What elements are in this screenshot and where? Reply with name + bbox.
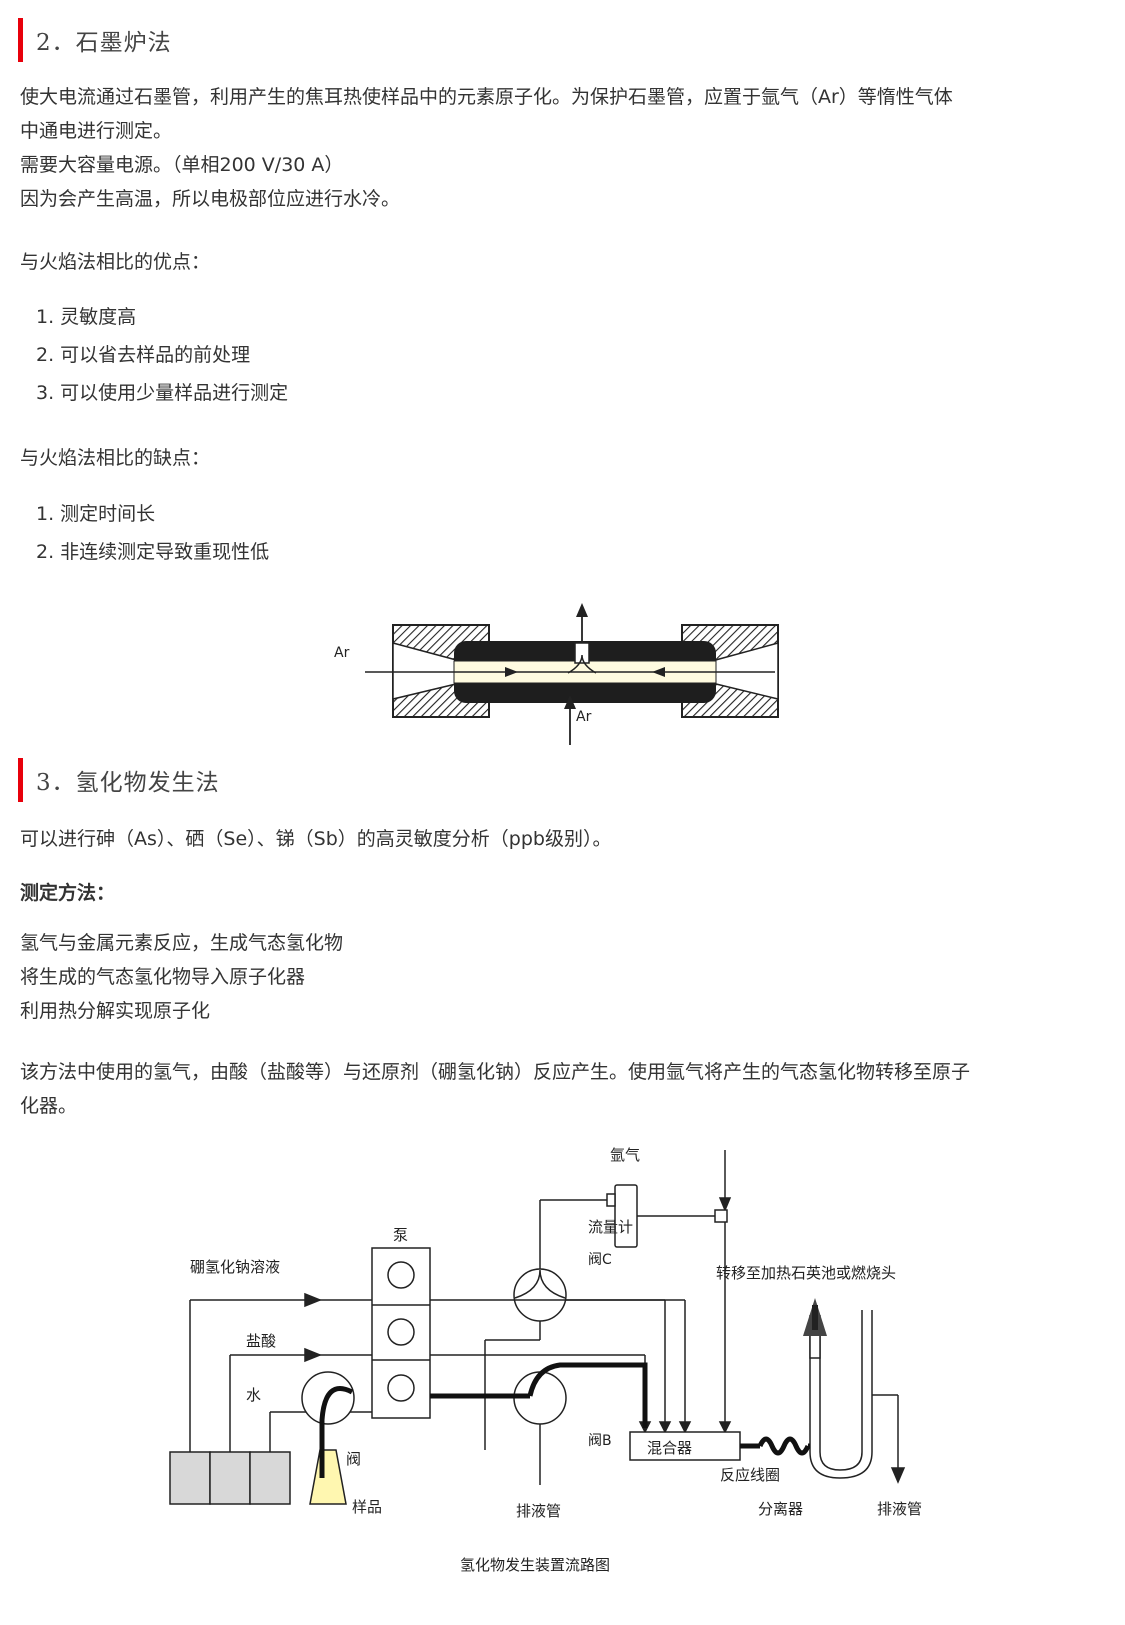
paragraph-line: 化器。 <box>20 1095 78 1117</box>
ar-label-left: Ar <box>334 645 350 661</box>
mixer-label: 混合器 <box>647 1439 692 1457</box>
drain-label-2: 排液管 <box>877 1500 922 1518</box>
hcl-label: 盐酸 <box>246 1332 276 1350</box>
section2-title: 2．石墨炉法 <box>36 30 172 56</box>
section2-paragraphs: 使大电流通过石墨管，利用产生的焦耳热使样品中的元素原子化。为保护石墨管，应置于氩… <box>20 80 953 216</box>
paragraph-line: 中通电进行测定。 <box>20 120 173 142</box>
separator-label: 分离器 <box>758 1500 803 1518</box>
list-item: 3. 可以使用少量样品进行测定 <box>36 382 289 404</box>
valve-b-label: 阀B <box>588 1433 612 1449</box>
list-item: 1. 灵敏度高 <box>36 306 137 328</box>
nabh4-label: 硼氢化钠溶液 <box>190 1258 280 1276</box>
graphite-furnace-diagram: Ar Ar <box>334 603 779 745</box>
mixer <box>629 1431 741 1461</box>
paragraph-line: 因为会产生高温，所以电极部位应进行水冷。 <box>20 188 401 210</box>
section3-intro: 可以进行砷（As）、硒（Se）、锑（Sb）的高灵敏度分析（ppb级别）。 <box>20 828 612 850</box>
valve-c-label: 阀C <box>588 1252 612 1268</box>
argon-label: 氩气 <box>610 1146 640 1164</box>
water-label: 水 <box>246 1386 261 1404</box>
coil-label: 反应线圈 <box>720 1466 780 1484</box>
disadvantages-title: 与火焰法相比的缺点： <box>20 447 211 469</box>
paragraph-line: 使大电流通过石墨管，利用产生的焦耳热使样品中的元素原子化。为保护石墨管，应置于氩… <box>20 86 953 108</box>
transfer-label: 转移至加热石英池或燃烧头 <box>716 1264 896 1282</box>
section2-heading: 2．石墨炉法 <box>18 18 172 62</box>
section3-title: 3．氢化物发生法 <box>36 770 220 796</box>
heading-accent-bar <box>18 758 23 802</box>
advantages-title: 与火焰法相比的优点： <box>20 251 211 273</box>
flowmeter <box>614 1184 638 1248</box>
flowmeter-label: 流量计 <box>588 1218 633 1236</box>
water-bottle <box>249 1451 291 1505</box>
drain-label-1: 排液管 <box>516 1502 561 1520</box>
section3-heading: 3．氢化物发生法 <box>18 758 220 802</box>
method-step: 将生成的气态氢化物导入原子化器 <box>20 966 306 988</box>
hydride-flow-diagram: 氩气 流量计 阀C 泵 硼氢化钠溶液 盐酸 水 转移至加热石英池或燃烧头 混合器… <box>169 1146 922 1574</box>
ar-label-bottom: Ar <box>576 709 592 725</box>
paragraph-line: 需要大容量电源。（单相200 V/30 A） <box>20 154 344 176</box>
paragraph-line: 该方法中使用的氢气，由酸（盐酸等）与还原剂（硼氢化钠）反应产生。使用氩气将产生的… <box>20 1061 971 1083</box>
list-item: 2. 非连续测定导致重现性低 <box>36 541 270 563</box>
pump <box>371 1247 431 1419</box>
advantages-list: 1. 灵敏度高 2. 可以省去样品的前处理 3. 可以使用少量样品进行测定 <box>36 298 288 412</box>
method-steps: 氢气与金属元素反应，生成气态氢化物 将生成的气态氢化物导入原子化器 利用热分解实… <box>20 926 343 1028</box>
list-item: 2. 可以省去样品的前处理 <box>36 344 251 366</box>
method-title: 测定方法： <box>20 882 116 904</box>
nabh4-bottle <box>169 1451 211 1505</box>
disadvantages-list: 1. 测定时间长 2. 非连续测定导致重现性低 <box>36 495 269 571</box>
valve-label: 阀 <box>346 1450 361 1468</box>
list-item: 1. 测定时间长 <box>36 503 156 525</box>
hcl-bottle <box>209 1451 251 1505</box>
section3-description: 该方法中使用的氢气，由酸（盐酸等）与还原剂（硼氢化钠）反应产生。使用氩气将产生的… <box>20 1055 970 1123</box>
sample-label: 样品 <box>352 1498 382 1516</box>
method-step: 利用热分解实现原子化 <box>20 1000 211 1022</box>
diagram-caption: 氢化物发生装置流路图 <box>460 1556 610 1574</box>
method-step: 氢气与金属元素反应，生成气态氢化物 <box>20 932 344 954</box>
heading-accent-bar <box>18 18 23 62</box>
pump-label: 泵 <box>393 1226 408 1244</box>
